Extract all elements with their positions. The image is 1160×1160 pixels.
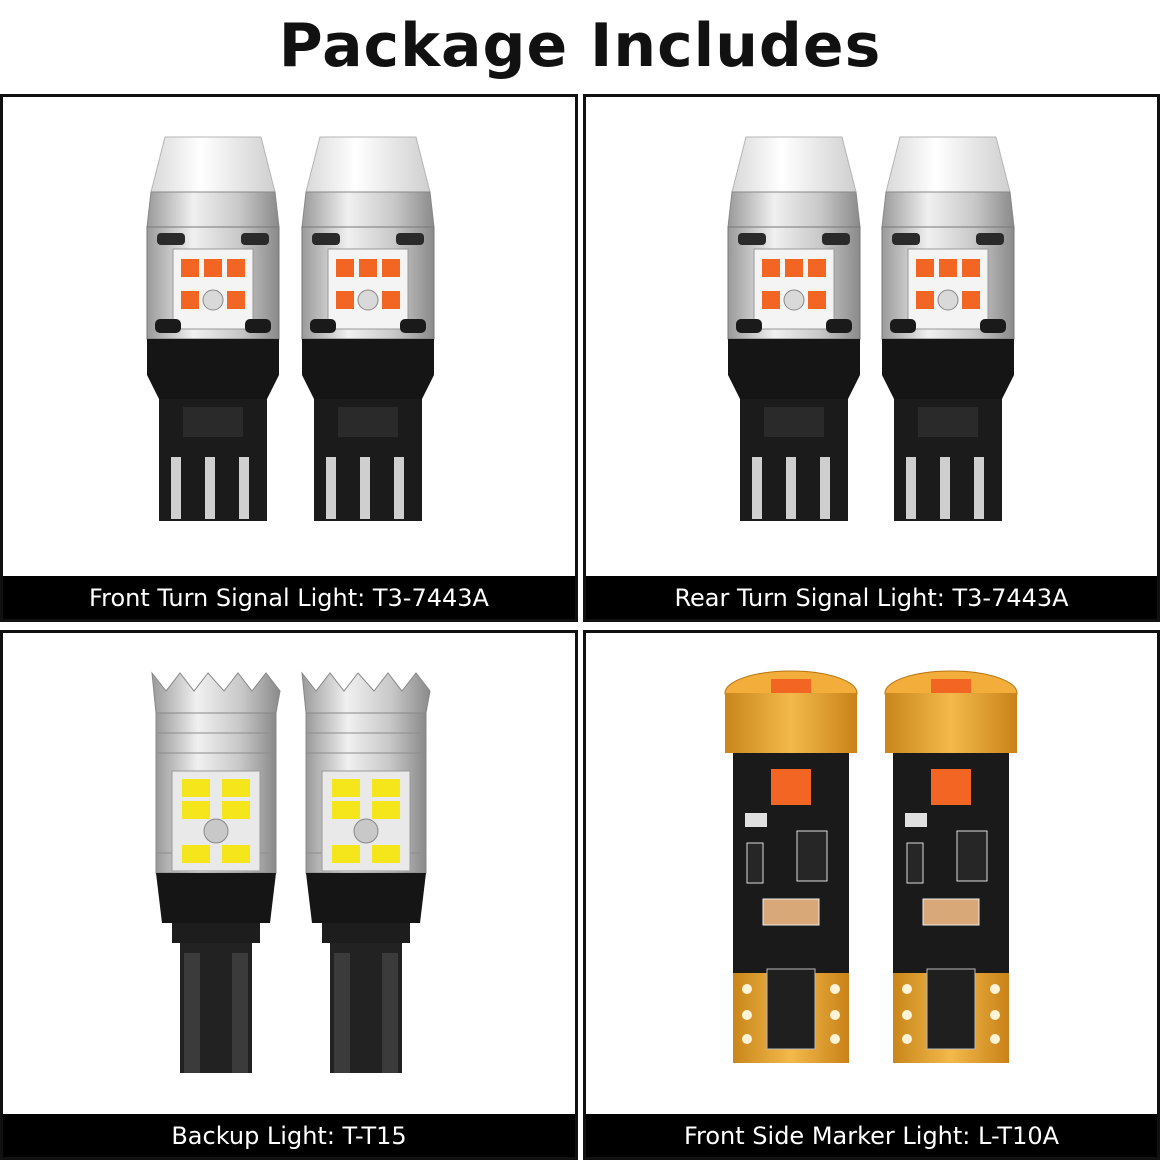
product-panel-backup-light: Backup Light: T-T15 xyxy=(0,630,578,1160)
t3-7443a-bulb-pair-icon xyxy=(586,97,1157,577)
l-t10a-bulb-pair-icon xyxy=(586,633,1157,1117)
product-caption: Backup Light: T-T15 xyxy=(3,1114,575,1157)
t3-7443a-bulb-pair-icon xyxy=(3,97,575,577)
t-t15-bulb-pair-icon xyxy=(3,633,575,1117)
product-caption: Rear Turn Signal Light: T3-7443A xyxy=(586,576,1157,619)
product-panel-front-side-marker: Front Side Marker Light: L-T10A xyxy=(583,630,1160,1160)
product-caption: Front Turn Signal Light: T3-7443A xyxy=(3,576,575,619)
page-title: Package Includes xyxy=(278,11,882,81)
product-caption: Front Side Marker Light: L-T10A xyxy=(586,1114,1157,1157)
product-panel-rear-turn-signal: Rear Turn Signal Light: T3-7443A xyxy=(583,94,1160,622)
product-panel-front-turn-signal: Front Turn Signal Light: T3-7443A xyxy=(0,94,578,622)
